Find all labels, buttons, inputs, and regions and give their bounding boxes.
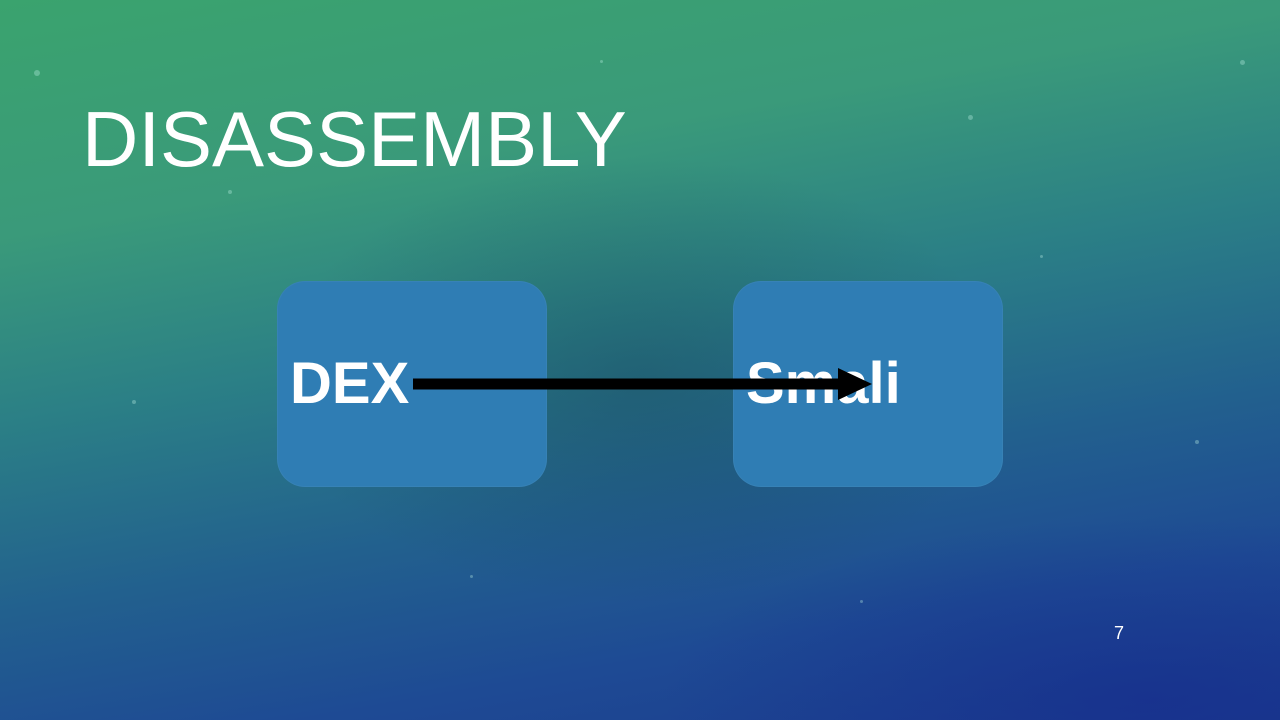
- background-speck: [1240, 60, 1245, 65]
- page-number: 7: [1114, 623, 1125, 643]
- smali-node-label: Smali: [746, 351, 901, 416]
- background-speck: [470, 575, 473, 578]
- slide-title: DISASSEMBLY: [82, 95, 627, 183]
- background-speck: [1195, 440, 1199, 444]
- dex-node-label: DEX: [290, 351, 410, 416]
- background-speck: [968, 115, 973, 120]
- background-speck: [34, 70, 40, 76]
- background-speck: [860, 600, 863, 603]
- background-speck: [600, 60, 603, 63]
- background-speck: [132, 400, 136, 404]
- background-speck: [228, 190, 232, 194]
- background-speck: [1040, 255, 1043, 258]
